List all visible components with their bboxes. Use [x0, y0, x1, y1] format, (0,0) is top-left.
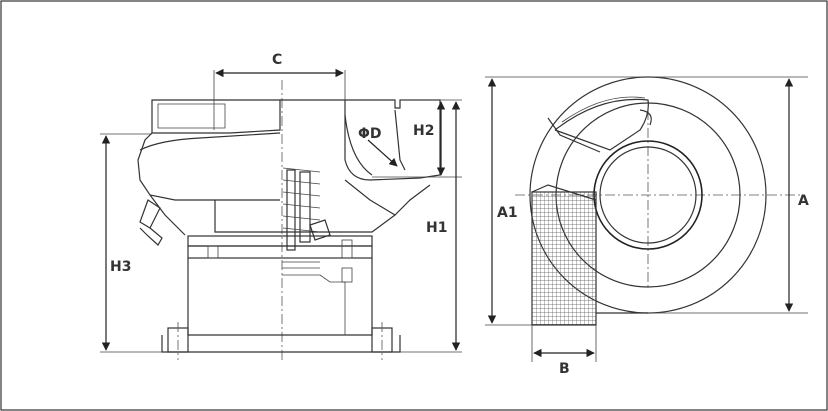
spring-lines [282, 167, 321, 233]
hatched-block-top [531, 184, 597, 201]
top-view: A1 A B [485, 76, 809, 377]
label-h3: H3 [110, 259, 131, 275]
label-c: C [272, 52, 282, 68]
spiral-track-edge [561, 96, 646, 123]
foot-plate [161, 335, 401, 353]
bowl-right-wall [344, 100, 441, 181]
label-a1: A1 [497, 205, 518, 221]
bowl-lower [214, 200, 396, 233]
chute-right [394, 109, 406, 171]
bolt-left [207, 245, 219, 259]
phid-leader [367, 139, 398, 167]
spiral-track [554, 98, 649, 151]
top-track [151, 99, 281, 134]
top-rim-right [345, 99, 441, 110]
bowl-left-wall [137, 132, 280, 201]
spring-stack-left [286, 169, 296, 251]
side-view: C ΦD H2 H1 H3 [100, 52, 462, 362]
bracket-right [309, 219, 331, 241]
nozzle-tip [139, 227, 163, 246]
plate-middle [187, 245, 373, 259]
bowl-left-curve [139, 132, 281, 151]
label-h2: H2 [413, 123, 434, 139]
label-a: A [798, 193, 809, 209]
base-lines [282, 261, 320, 269]
base-detail [282, 274, 346, 335]
label-h1: H1 [426, 220, 447, 236]
hatched-block [531, 191, 597, 326]
base-bolt [341, 267, 353, 283]
bolt-right [341, 239, 353, 259]
bowl-skirt [149, 194, 186, 236]
spiral-exit [547, 117, 601, 153]
bowl-bottom-right [344, 179, 431, 216]
label-phi-d: ΦD [358, 126, 382, 142]
top-track-inner [157, 103, 226, 129]
chute-curve [344, 114, 373, 176]
label-b: B [559, 361, 570, 377]
base-body [187, 258, 373, 336]
plate-upper [187, 235, 373, 247]
center-hub-inner [599, 146, 697, 244]
spiral-tip [639, 109, 652, 126]
